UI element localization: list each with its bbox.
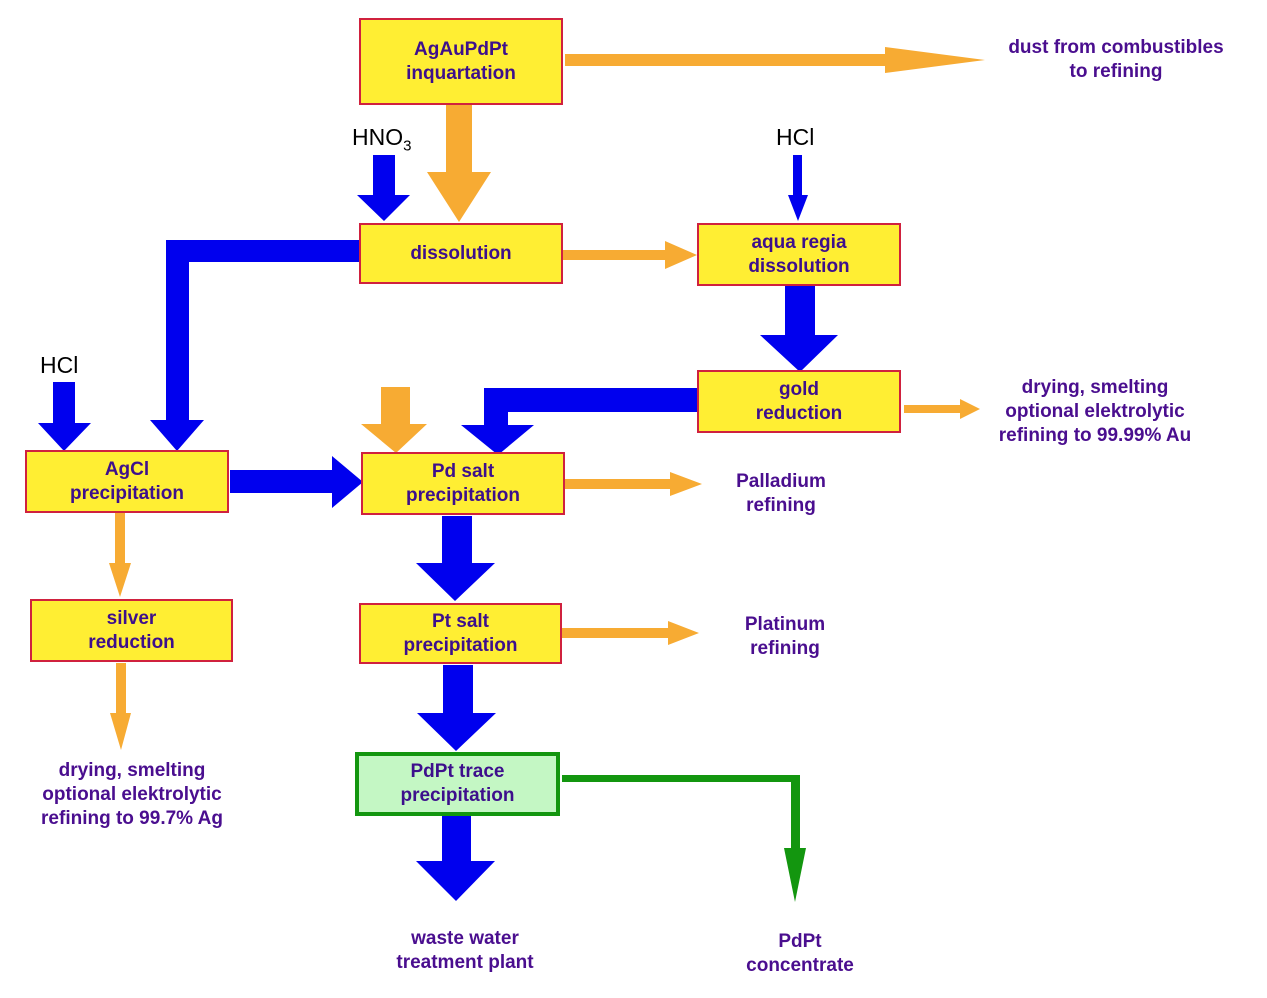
box-dissolution: dissolution: [359, 223, 563, 284]
reagent-hno3-subscript: 3: [403, 137, 412, 155]
output-pdpt-line-1: PdPt: [778, 931, 822, 952]
reagent-hno3: HNO3: [352, 124, 411, 155]
arrow-into-pd-salt: [361, 387, 427, 453]
output-pdpt-line-2: concentrate: [746, 955, 854, 976]
output-platinum-line-2: refining: [750, 638, 820, 659]
output-waste-water: waste water treatment plant: [370, 927, 560, 975]
arrow-pt-to-pdpt-trace: [417, 665, 496, 751]
arrow-dissolution-to-agcl: [150, 240, 359, 451]
arrow-aqua-regia-to-gold: [760, 286, 838, 372]
box-aqua-regia-line-2: dissolution: [748, 255, 850, 277]
box-pt-salt-precipitation: Pt salt precipitation: [359, 603, 562, 664]
box-agcl-line-1: AgCl: [104, 458, 150, 480]
box-aqua-regia: aqua regia dissolution: [697, 223, 901, 286]
box-gold-reduction: gold reduction: [697, 370, 901, 433]
box-aqua-regia-line-1: aqua regia: [751, 231, 847, 253]
arrow-pd-to-palladium: [565, 472, 702, 496]
arrow-dissolution-to-aqua-regia: [563, 241, 697, 269]
box-pdpt-trace-line-1: PdPt trace: [410, 761, 505, 782]
reagent-hcl-aqua-label: HCl: [776, 124, 815, 150]
box-agcl-line-2: precipitation: [69, 482, 184, 504]
arrow-pd-to-pt: [416, 516, 495, 601]
arrow-pdpt-to-waste-water: [416, 816, 495, 901]
box-pd-salt-precipitation: Pd salt precipitation: [361, 452, 565, 515]
output-palladium-refining: Palladium refining: [711, 470, 851, 518]
box-inquartation-line-1: AgAuPdPt: [414, 38, 508, 60]
reagent-hcl-agcl: HCl: [40, 352, 78, 379]
reagent-hcl-aqua-regia: HCl: [776, 124, 814, 151]
output-gold-refining: drying, smelting optional elektrolytic r…: [980, 376, 1210, 448]
arrow-hno3-to-dissolution: [357, 155, 410, 221]
output-dust-line-1: dust from combustibles: [1008, 37, 1224, 58]
box-pt-salt-line-2: precipitation: [403, 634, 518, 656]
reagent-hno3-main: HNO: [352, 124, 404, 150]
arrow-hcl-to-agcl: [38, 382, 91, 451]
box-silver-reduction-line-2: reduction: [88, 631, 175, 653]
arrow-gold-to-refining: [904, 399, 980, 419]
output-gold-line-2: optional elektrolytic: [1005, 401, 1185, 422]
output-waste-water-line-2: treatment plant: [396, 952, 534, 973]
arrow-silver-to-refining: [110, 663, 131, 750]
arrow-agcl-to-pd-salt: [230, 456, 363, 508]
box-pt-salt-line-1: Pt salt: [431, 610, 490, 632]
arrow-agcl-to-silver: [109, 513, 131, 597]
output-gold-line-1: drying, smelting: [1021, 377, 1169, 398]
box-agcl-precipitation: AgCl precipitation: [25, 450, 229, 513]
box-dissolution-line-1: dissolution: [410, 242, 512, 264]
output-silver-line-1: drying, smelting: [58, 760, 206, 781]
box-inquartation-line-2: inquartation: [406, 62, 516, 84]
arrow-pt-to-platinum: [562, 621, 699, 645]
output-platinum-refining: Platinum refining: [715, 613, 855, 661]
box-inquartation: AgAuPdPt inquartation: [359, 18, 563, 105]
reagent-hcl-agcl-label: HCl: [40, 352, 79, 378]
arrow-pdpt-to-concentrate: [562, 775, 806, 902]
box-silver-reduction: silver reduction: [30, 599, 233, 662]
box-silver-reduction-line-1: silver: [106, 607, 157, 629]
output-silver-line-2: optional elektrolytic: [42, 784, 222, 805]
output-silver-refining: drying, smelting optional elektrolytic r…: [16, 759, 248, 831]
output-palladium-line-2: refining: [746, 495, 816, 516]
box-pd-salt-line-2: precipitation: [405, 484, 520, 506]
output-gold-line-3: refining to 99.99% Au: [998, 425, 1192, 446]
arrow-hcl-to-aqua-regia: [788, 155, 808, 221]
arrow-gold-to-pd-salt: [461, 388, 697, 455]
arrow-dust-to-refining: [565, 47, 985, 73]
box-pdpt-trace-precipitation: PdPt trace precipitation: [355, 752, 560, 816]
output-waste-water-line-1: waste water: [411, 928, 519, 949]
box-pd-salt-line-1: Pd salt: [431, 460, 495, 482]
output-pdpt-concentrate: PdPt concentrate: [735, 930, 865, 978]
box-pdpt-trace-line-2: precipitation: [400, 785, 515, 806]
box-gold-reduction-line-2: reduction: [755, 402, 843, 424]
output-silver-line-3: refining to 99.7% Ag: [41, 808, 223, 829]
output-palladium-line-1: Palladium: [736, 471, 826, 492]
output-platinum-line-1: Platinum: [744, 614, 826, 635]
output-dust-line-2: to refining: [1069, 61, 1163, 82]
arrow-inquartation-to-dissolution: [427, 105, 491, 222]
output-dust-to-refining: dust from combustibles to refining: [990, 36, 1242, 84]
box-gold-reduction-line-1: gold: [778, 378, 820, 400]
